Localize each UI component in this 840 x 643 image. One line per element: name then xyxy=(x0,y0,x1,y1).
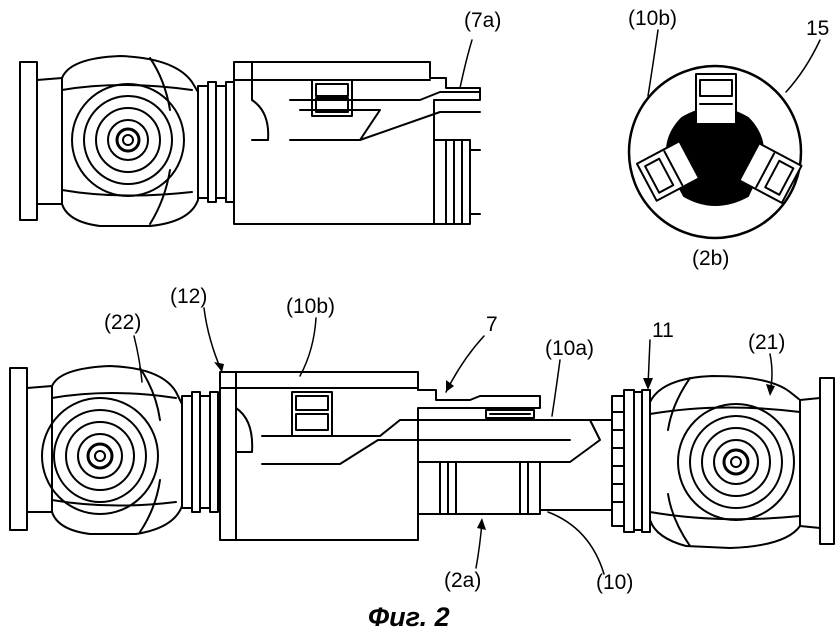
top-bellows xyxy=(198,82,234,202)
cross-section-2b xyxy=(629,30,820,238)
bottom-flange-left xyxy=(10,368,27,530)
bottom-yoke-left xyxy=(52,366,182,534)
label-7: 7 xyxy=(486,313,498,336)
label-10: (10) xyxy=(596,571,634,594)
bottom-left-cross-bearing xyxy=(42,398,158,514)
bottom-shaft-assembly xyxy=(10,308,834,574)
label-2b: (2b) xyxy=(692,247,730,270)
label-21: (21) xyxy=(748,331,786,354)
label-15: 15 xyxy=(806,17,830,40)
label-7a: (7a) xyxy=(464,9,502,32)
bottom-flange-right xyxy=(820,378,834,544)
label-22: (22) xyxy=(104,311,142,334)
label-11: 11 xyxy=(652,319,674,342)
section-bearing-left xyxy=(637,141,699,201)
section-bearing-right xyxy=(739,143,801,203)
figure-caption: Фиг. 2 xyxy=(368,602,450,632)
label-10a: (10a) xyxy=(545,337,595,360)
bottom-right-cross-bearing xyxy=(678,404,794,520)
top-needle-bearing xyxy=(312,80,352,116)
top-flange-plate xyxy=(20,62,37,220)
label-10b-top: (10b) xyxy=(628,7,678,30)
bottom-bellows-left xyxy=(182,392,218,512)
coupling-ring-11 xyxy=(612,390,650,532)
top-yoke-body xyxy=(62,56,198,226)
label-12: (12) xyxy=(170,285,208,308)
outer-tube-10 xyxy=(540,420,612,510)
label-10b: (10b) xyxy=(286,295,336,318)
section-bearing-top xyxy=(696,74,736,124)
top-housing xyxy=(234,62,480,224)
bottom-housing xyxy=(220,372,540,540)
top-cross-bearing xyxy=(72,84,184,196)
top-shaft-assembly xyxy=(20,40,480,226)
label-2a: (2a) xyxy=(444,569,482,592)
